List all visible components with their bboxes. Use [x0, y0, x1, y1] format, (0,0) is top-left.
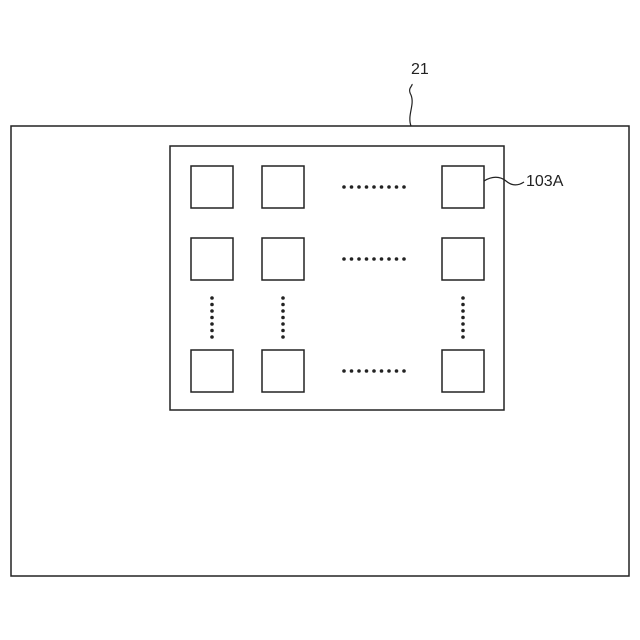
reference-label-inner: 103A — [526, 174, 563, 190]
reference-label-outer: 21 — [411, 62, 429, 78]
outer-leader-line — [410, 84, 413, 126]
inner-panel — [170, 146, 504, 410]
horizontal-ellipsis-row2 — [342, 257, 406, 261]
horizontal-ellipsis-row3 — [342, 369, 406, 373]
horizontal-ellipsis-row1 — [342, 185, 406, 189]
